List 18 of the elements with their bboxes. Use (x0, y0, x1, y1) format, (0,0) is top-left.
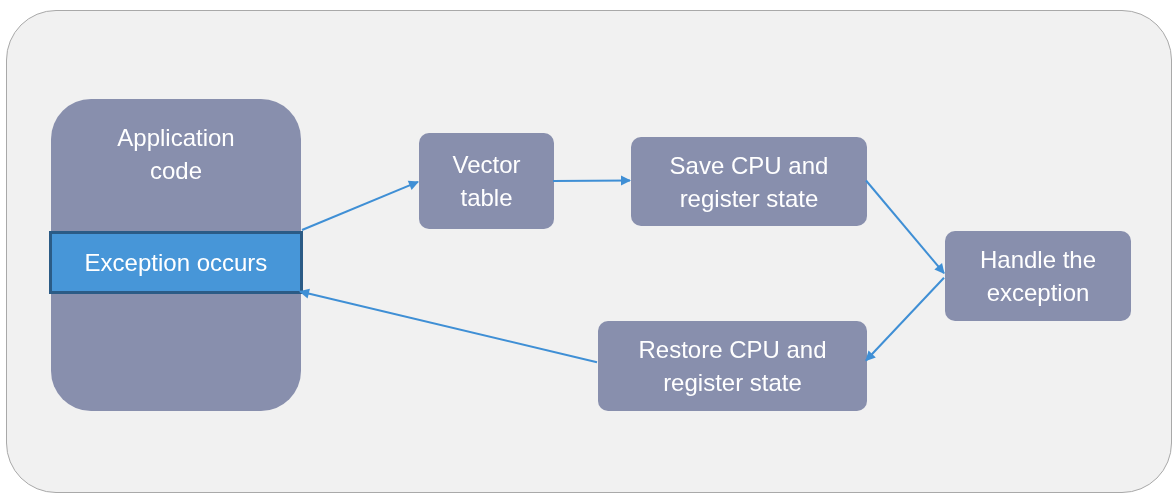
arrow (865, 276, 945, 362)
box-label: Save CPU and register state (668, 150, 830, 214)
process-box (631, 137, 867, 226)
box-label: Handle the exception (978, 245, 1098, 308)
process-box (419, 133, 554, 229)
process-box (945, 231, 1131, 321)
box-label: Restore CPU and register state (637, 335, 828, 398)
highlight-box (49, 231, 303, 294)
arrow (301, 180, 419, 231)
background-panel (6, 10, 1172, 493)
arrow (552, 175, 631, 186)
box-label: Exception occurs (84, 248, 268, 278)
box-label: Vector table (451, 150, 522, 213)
arrow (299, 288, 598, 364)
box-label: Application code (116, 123, 236, 186)
process-box (598, 321, 867, 411)
arrow (865, 179, 945, 275)
code-block (51, 99, 301, 411)
